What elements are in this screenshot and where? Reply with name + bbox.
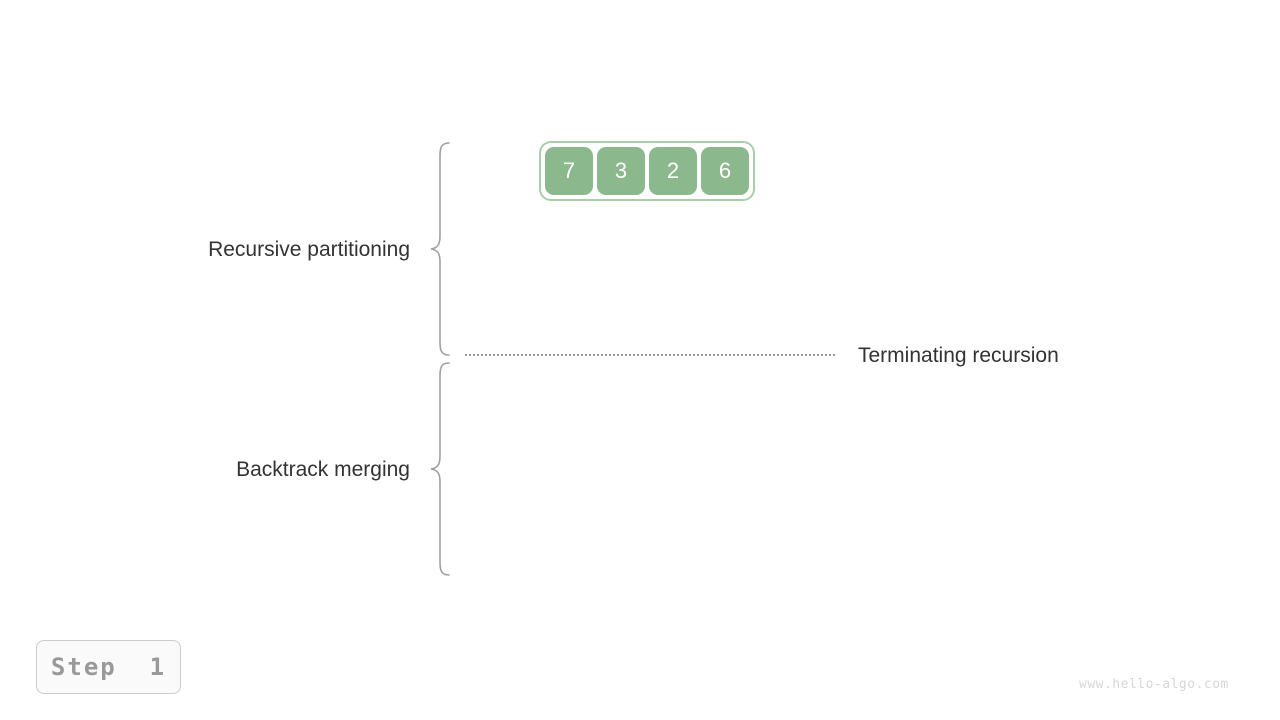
array-cell: 2 <box>649 147 697 195</box>
array-cell: 6 <box>701 147 749 195</box>
watermark: www.hello-algo.com <box>1079 677 1229 692</box>
array-container: 7 3 2 6 <box>539 141 755 201</box>
brace-backtrack-merging <box>430 362 450 576</box>
brace-recursive-partitioning <box>430 142 450 356</box>
terminating-recursion-label: Terminating recursion <box>858 344 1059 367</box>
phase-label-recursive-partitioning: Recursive partitioning <box>208 238 410 261</box>
terminating-recursion-dotted-line <box>465 354 835 356</box>
array-cell: 7 <box>545 147 593 195</box>
array-cell: 3 <box>597 147 645 195</box>
phase-label-backtrack-merging: Backtrack merging <box>236 458 410 481</box>
step-badge: Step 1 <box>36 640 181 694</box>
